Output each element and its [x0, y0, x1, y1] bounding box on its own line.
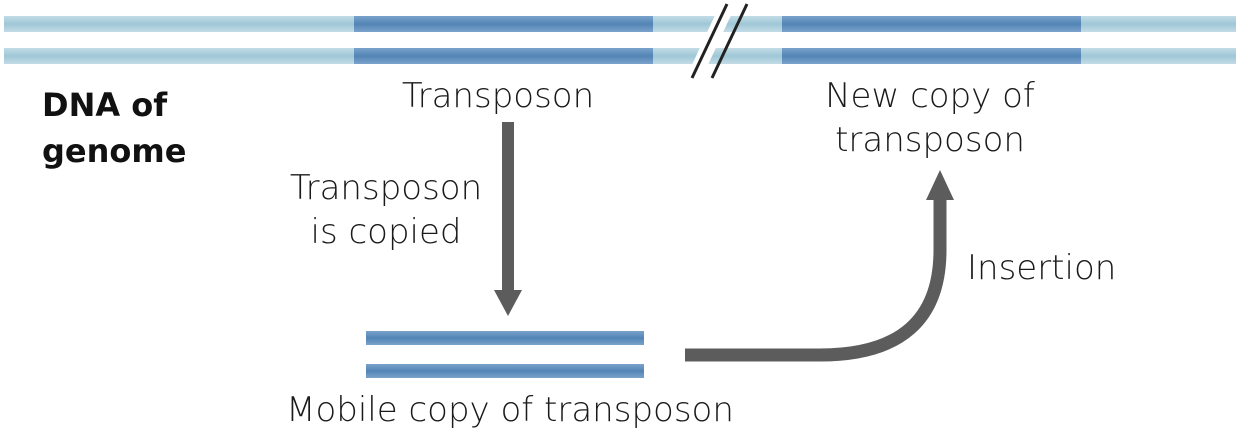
transposon-is-copied-label: Transposon is copied: [289, 168, 483, 252]
copy-arrow: [494, 122, 522, 316]
sequence-break-marker: [685, 0, 749, 80]
insertion-arrow: [685, 170, 954, 362]
mobile-copy-label: Mobile copy of transposon: [286, 390, 734, 430]
mobile-copy-bottom-strand: [366, 364, 644, 378]
mobile-copy-top-strand: [366, 331, 644, 345]
new-copy-top-strand: [782, 16, 1081, 32]
dna-of-genome-label: DNA of genome: [42, 86, 187, 170]
transposon-label: Transposon: [401, 76, 595, 116]
new-copy-label: New copy of transposon: [825, 76, 1035, 160]
mobile-transposon-copy: [366, 331, 644, 378]
transposon-bottom-strand: [354, 48, 653, 64]
transposon-top-strand: [354, 16, 653, 32]
insertion-label: Insertion: [967, 248, 1117, 288]
transposon-segment: [354, 16, 653, 64]
new-copy-bottom-strand: [782, 48, 1081, 64]
new-transposon-copy-segment: [782, 16, 1081, 64]
